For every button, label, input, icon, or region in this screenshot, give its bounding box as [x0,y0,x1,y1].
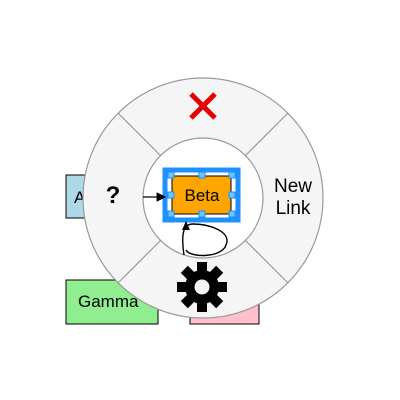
gear-icon [177,262,227,312]
help-label: ? [106,182,121,209]
settings-button[interactable] [177,262,227,312]
resize-handles[interactable] [167,171,236,218]
node-beta-label: Beta [185,186,221,205]
new-link-button[interactable]: New Link [274,176,312,219]
node-beta[interactable]: Beta [162,167,241,223]
delete-button[interactable] [189,92,217,120]
new-link-label-line2: Link [276,198,311,219]
node-gamma-label: Gamma [78,292,139,311]
delete-x-icon [189,92,217,120]
help-button[interactable]: ? [106,182,121,209]
radial-menu[interactable]: New Link ? [82,77,324,319]
new-link-label-line1: New [274,176,312,197]
